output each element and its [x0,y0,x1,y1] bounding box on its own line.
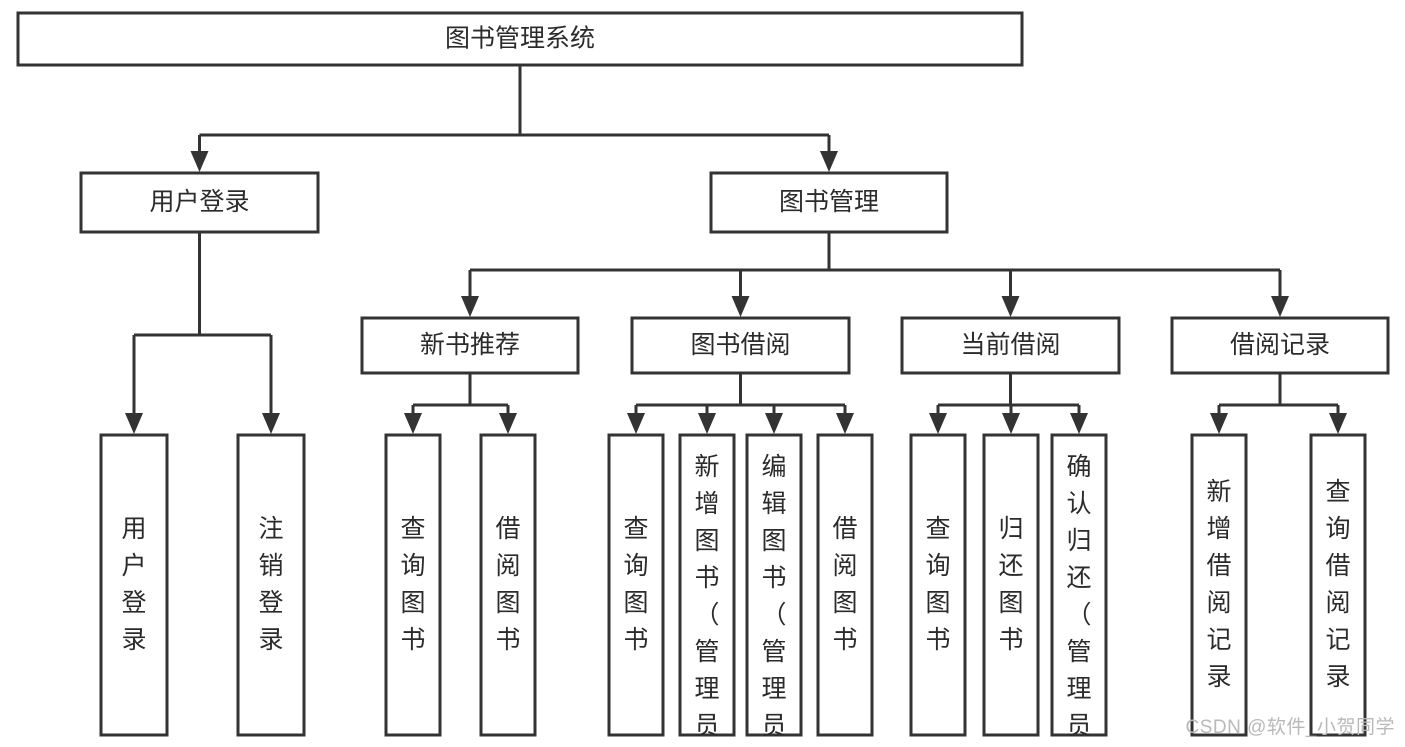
node-label-leaf-query-book-2: 查询图书 [623,515,648,654]
node-root[interactable]: 图书管理系统 [16,11,1024,67]
node-box-leaf-query-book-1 [384,433,442,737]
arrow-head-leaf-user-login [125,413,143,434]
node-box-user-login [79,171,320,234]
node-label-borrow-record: 借阅记录 [1230,331,1330,359]
node-label-leaf-query-book-3: 查询图书 [925,515,950,654]
node-user-login[interactable]: 用户登录 [79,171,320,234]
arrow-head-leaf-add-record [1210,413,1228,434]
arrow-head-new-book-recommend [461,296,479,317]
connector-layer [125,65,1347,434]
node-leaf-borrow-book-2[interactable]: 借阅图书 [816,433,874,737]
node-box-borrow-record [1170,316,1390,375]
arrow-head-user-login [190,151,209,172]
node-leaf-add-book[interactable]: 新增图书（管理员） [678,433,736,747]
arrow-head-leaf-borrow-book-1 [499,413,517,434]
node-label-leaf-borrow-book-1: 借阅图书 [495,515,520,654]
node-leaf-return-book[interactable]: 归还图书 [982,433,1040,737]
node-label-leaf-query-record: 查询借阅记录 [1325,478,1350,691]
node-borrow-record[interactable]: 借阅记录 [1170,316,1390,375]
node-box-leaf-user-login [99,433,169,737]
node-box-book-manage [709,171,949,234]
node-box-leaf-confirm-return [1050,433,1108,737]
node-box-leaf-add-book [678,433,736,737]
node-label-leaf-add-book: 新增图书（管理员） [694,453,719,747]
node-leaf-borrow-book-1[interactable]: 借阅图书 [479,433,537,737]
arrow-head-leaf-query-book-1 [404,413,422,434]
node-leaf-query-book-3[interactable]: 查询图书 [909,433,967,737]
node-box-new-book-recommend [360,316,580,375]
node-label-leaf-user-login: 用户登录 [121,515,146,654]
node-leaf-query-book-1[interactable]: 查询图书 [384,433,442,737]
node-label-book-borrow: 图书借阅 [690,331,790,359]
arrow-head-leaf-query-book-3 [929,413,947,434]
node-box-leaf-borrow-book-1 [479,433,537,737]
node-label-leaf-query-book-1: 查询图书 [400,515,425,654]
node-label-leaf-edit-book: 编辑图书（管理员） [761,453,786,747]
node-label-leaf-logout: 注销登录 [258,515,283,654]
arrow-head-leaf-borrow-book-2 [836,413,854,434]
node-new-book-recommend[interactable]: 新书推荐 [360,316,580,375]
arrow-head-book-borrow [731,296,750,317]
node-box-current-borrow [900,316,1121,375]
node-book-borrow[interactable]: 图书借阅 [630,316,851,375]
arrow-head-leaf-return-book [1002,413,1020,434]
node-label-user-login: 用户登录 [149,188,249,216]
arrow-head-leaf-edit-book [765,413,783,434]
node-leaf-confirm-return[interactable]: 确认归还（管理员） [1050,433,1108,747]
node-box-book-borrow [630,316,851,375]
node-leaf-query-record[interactable]: 查询借阅记录 [1309,433,1367,737]
node-leaf-user-login[interactable]: 用户登录 [99,433,169,737]
arrow-head-current-borrow [1001,296,1020,317]
node-label-root: 图书管理系统 [445,25,595,53]
node-box-leaf-query-book-2 [607,433,665,737]
arrow-head-borrow-record [1271,296,1289,317]
node-leaf-edit-book[interactable]: 编辑图书（管理员） [745,433,803,747]
node-leaf-add-record[interactable]: 新增借阅记录 [1190,433,1248,737]
node-label-leaf-add-record: 新增借阅记录 [1206,478,1231,691]
node-box-root [16,11,1024,67]
node-label-current-borrow: 当前借阅 [960,331,1060,359]
arrow-head-leaf-query-record [1329,413,1347,434]
node-leaf-query-book-2[interactable]: 查询图书 [607,433,665,737]
node-label-new-book-recommend: 新书推荐 [420,331,520,359]
node-box-leaf-borrow-book-2 [816,433,874,737]
node-box-leaf-query-record [1309,433,1367,737]
node-book-manage[interactable]: 图书管理 [709,171,949,234]
node-box-leaf-edit-book [745,433,803,737]
arrow-head-leaf-query-book-2 [627,413,645,434]
arrow-head-leaf-logout [262,413,280,434]
node-box-leaf-query-book-3 [909,433,967,737]
node-leaf-logout[interactable]: 注销登录 [236,433,306,737]
node-label-leaf-confirm-return: 确认归还（管理员） [1066,453,1091,747]
node-label-leaf-return-book: 归还图书 [998,515,1023,654]
arrow-head-leaf-confirm-return [1070,413,1088,434]
node-label-book-manage: 图书管理 [779,188,879,216]
node-box-leaf-add-record [1190,433,1248,737]
node-box-leaf-logout [236,433,306,737]
arrow-head-book-manage [820,151,838,172]
node-current-borrow[interactable]: 当前借阅 [900,316,1121,375]
node-box-leaf-return-book [982,433,1040,737]
arrow-head-leaf-add-book [698,413,716,434]
node-label-leaf-borrow-book-2: 借阅图书 [832,515,857,654]
node-layer: 图书管理系统用户登录图书管理新书推荐图书借阅当前借阅借阅记录用户登录注销登录查询… [16,11,1390,747]
